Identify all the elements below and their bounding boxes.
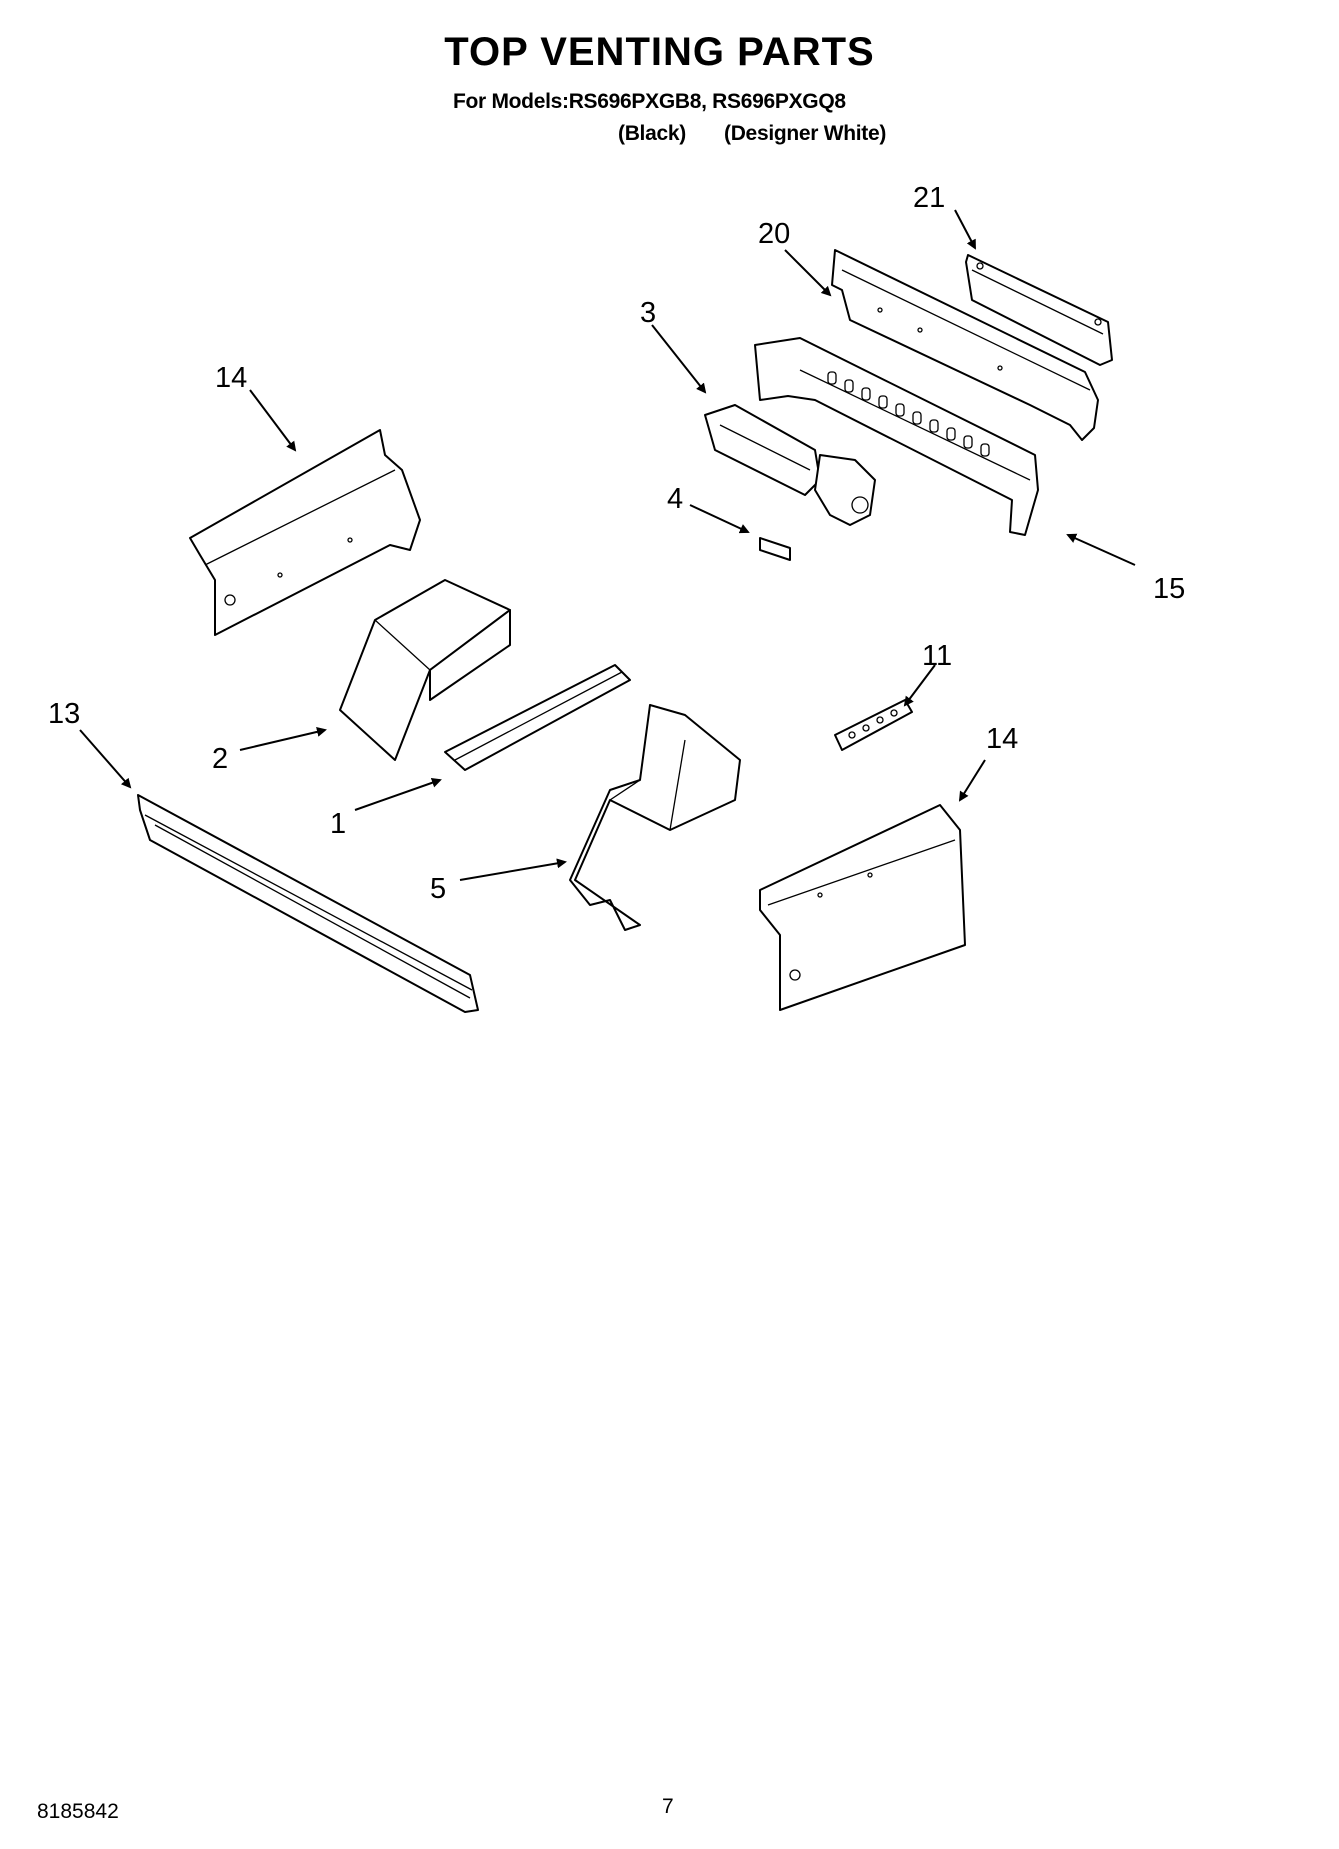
part-14-left-bracket (189, 429, 421, 636)
callout-2: 2 (212, 743, 228, 775)
leader-21 (954, 209, 976, 250)
callout-1: 1 (330, 808, 346, 840)
callout-11: 11 (922, 640, 952, 672)
part-14-right-bracket (759, 804, 966, 1011)
leader-14-left (249, 389, 297, 452)
variant-black-label: (Black) (618, 122, 686, 145)
part-13-rail (137, 794, 479, 1013)
leader-3 (651, 324, 707, 394)
leader-20 (784, 249, 832, 297)
part-4-connector (759, 537, 791, 561)
leader-15 (1066, 533, 1136, 566)
leader-4 (689, 504, 750, 534)
part-3-motor-assembly (704, 404, 876, 526)
leader-11 (903, 664, 936, 707)
callout-20: 20 (758, 218, 790, 250)
callout-3: 3 (640, 297, 656, 329)
leader-14-right (958, 759, 986, 802)
callout-leaders (79, 209, 1136, 881)
exploded-parts-diagram: 21 20 3 14 4 15 11 13 2 14 1 5 (48, 182, 1185, 1013)
callout-14-right: 14 (986, 723, 1018, 755)
part-2-duct (339, 579, 511, 761)
leader-2 (239, 726, 327, 751)
part-15-perforated-bracket (754, 337, 1039, 536)
callout-21: 21 (913, 182, 945, 214)
document-number: 8185842 (37, 1800, 119, 1823)
callout-14-left: 14 (215, 362, 247, 394)
callout-15: 15 (1153, 573, 1185, 605)
part-20-vent-panel (831, 249, 1099, 441)
part-1-channel (444, 664, 631, 771)
models-line: For Models:RS696PXGB8, RS696PXGQ8 (453, 90, 846, 113)
leader-13 (79, 729, 132, 789)
callout-5: 5 (430, 873, 446, 905)
page-number: 7 (662, 1795, 674, 1818)
part-5-vent-duct (569, 704, 741, 931)
page-title: TOP VENTING PARTS (444, 30, 875, 74)
leader-1 (354, 777, 442, 811)
leader-5 (459, 858, 567, 881)
part-11-terminal-block (834, 699, 913, 751)
callout-13: 13 (48, 698, 80, 730)
part-21-plate (965, 254, 1113, 366)
callout-4: 4 (667, 483, 683, 515)
variant-white-label: (Designer White) (724, 122, 887, 145)
